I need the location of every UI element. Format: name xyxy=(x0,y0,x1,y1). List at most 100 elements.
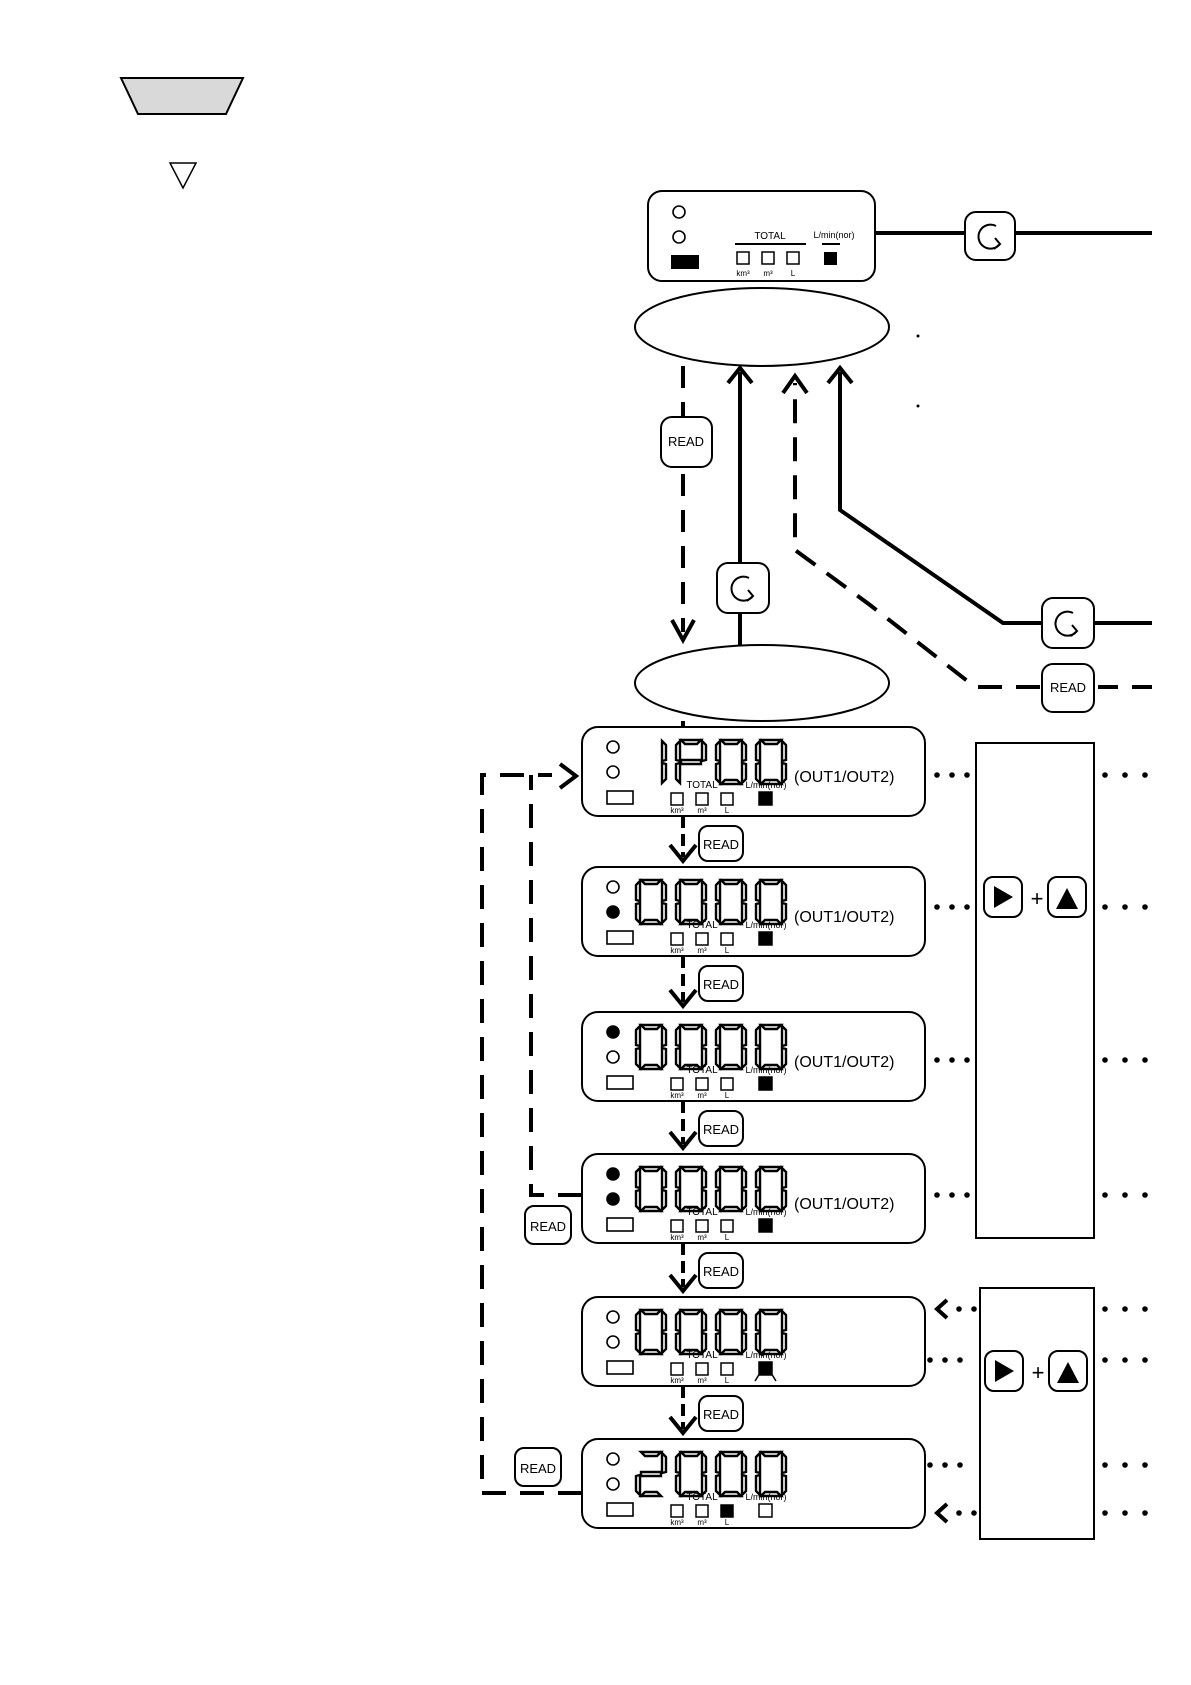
total-label: TOTAL xyxy=(686,780,718,791)
unit-label: m³ xyxy=(697,1091,707,1100)
flow-unit-label: L/min(nor) xyxy=(745,1207,786,1217)
unit-label: km³ xyxy=(670,806,684,815)
led-indicator-icon xyxy=(606,1452,620,1466)
right-arrow-key-icon xyxy=(994,886,1013,908)
total-label: TOTAL xyxy=(686,1207,718,1218)
read-button-outer-loop[interactable]: READ xyxy=(514,1447,562,1487)
seven-seg-readout xyxy=(634,878,788,926)
seven-seg-readout xyxy=(634,1308,788,1356)
led-indicator-icon xyxy=(672,230,686,244)
mode-oval-1 xyxy=(634,287,890,367)
cycle-icon xyxy=(1054,610,1079,637)
read-label: READ xyxy=(520,1461,556,1476)
top-total-label: TOTAL xyxy=(754,231,786,242)
read-button-step-4[interactable]: READ xyxy=(698,1252,744,1289)
read-label: READ xyxy=(703,1407,739,1422)
read-button-step-3[interactable]: READ xyxy=(698,1110,744,1147)
unit-label: L xyxy=(725,1518,730,1527)
readout-value: 0000 xyxy=(0,0,3,1)
unit-label: km³ xyxy=(670,946,684,955)
cycle-icon xyxy=(730,575,755,602)
led-indicator-icon xyxy=(606,1310,620,1324)
read-label: READ xyxy=(530,1219,566,1234)
unit-label: L xyxy=(725,806,730,815)
top-unit-km3: km³ xyxy=(736,269,750,278)
led-indicator-icon xyxy=(606,880,620,894)
right-arrow-key-button[interactable] xyxy=(983,876,1023,918)
right-arrow-key-icon xyxy=(995,1360,1014,1382)
unit-label: km³ xyxy=(670,1233,684,1242)
cycle-button-top[interactable] xyxy=(964,211,1016,261)
read-button-inner-loop[interactable]: READ xyxy=(524,1205,572,1245)
total-label: TOTAL xyxy=(686,920,718,931)
top-display-panel: TOTAL L/min(nor) km³ m³ L xyxy=(647,190,876,282)
read-label: READ xyxy=(1050,680,1086,695)
plus-label: + xyxy=(1031,886,1044,911)
header-trapezoid xyxy=(119,77,245,115)
read-label: READ xyxy=(703,837,739,852)
read-label: READ xyxy=(703,1264,739,1279)
cycle-button-right[interactable] xyxy=(1041,597,1095,649)
unit-label: m³ xyxy=(697,1233,707,1242)
top-flow-unit: L/min(nor) xyxy=(813,230,854,240)
read-label: READ xyxy=(703,1122,739,1137)
read-button-step-1[interactable]: READ xyxy=(698,825,744,862)
up-arrow-key-icon xyxy=(1057,1362,1079,1383)
unit-label: m³ xyxy=(697,1376,707,1385)
seven-seg-readout xyxy=(634,1450,788,1498)
total-label: TOTAL xyxy=(686,1065,718,1076)
output-suffix: (OUT1/OUT2) xyxy=(794,769,894,786)
total-label: TOTAL xyxy=(686,1350,718,1361)
up-arrow-key-button[interactable] xyxy=(1047,876,1087,918)
led-indicator-icon xyxy=(606,1167,620,1181)
cycle-button-mid[interactable] xyxy=(716,562,770,614)
unit-label: km³ xyxy=(670,1376,684,1385)
seven-seg-readout xyxy=(660,738,788,786)
flow-unit-label: L/min(nor) xyxy=(745,1492,786,1502)
readout-value: 0000 xyxy=(0,0,3,1)
top-unit-m3: m³ xyxy=(763,269,773,278)
readout-value: 0000 xyxy=(0,0,3,1)
led-indicator-icon xyxy=(606,740,620,754)
unit-label: m³ xyxy=(697,806,707,815)
output-suffix: (OUT1/OUT2) xyxy=(794,1054,894,1071)
flow-unit-label: L/min(nor) xyxy=(745,1065,786,1075)
read-label: READ xyxy=(703,977,739,992)
led-indicator-icon xyxy=(606,1477,620,1491)
led-indicator-icon xyxy=(606,1050,620,1064)
read-label: READ xyxy=(668,434,704,449)
unit-label: km³ xyxy=(670,1091,684,1100)
up-arrow-key-button[interactable] xyxy=(1048,1350,1088,1392)
cycle-icon xyxy=(977,223,1002,250)
flow-unit-label: L/min(nor) xyxy=(745,920,786,930)
read-button-right[interactable]: READ xyxy=(1041,663,1095,713)
header-down-triangle-icon xyxy=(168,162,198,190)
readout-value: 1P00 xyxy=(0,0,3,1)
readout-value: 0000 xyxy=(0,0,3,1)
flow-unit-label: L/min(nor) xyxy=(745,780,786,790)
read-button-step-2[interactable]: READ xyxy=(698,965,744,1002)
plus-label: + xyxy=(1032,1360,1045,1385)
flow-unit-label: L/min(nor) xyxy=(745,1350,786,1360)
unit-label: m³ xyxy=(697,1518,707,1527)
right-arrow-key-button[interactable] xyxy=(984,1350,1024,1392)
read-button-oval[interactable]: READ xyxy=(660,416,713,468)
setting-box-1 xyxy=(975,742,1095,1239)
read-button-step-5[interactable]: READ xyxy=(698,1395,744,1432)
led-indicator-icon xyxy=(606,1335,620,1349)
led-indicator-icon xyxy=(672,205,686,219)
led-indicator-icon xyxy=(606,1192,620,1206)
output-suffix: (OUT1/OUT2) xyxy=(794,909,894,926)
unit-label: L xyxy=(725,946,730,955)
led-indicator-icon xyxy=(606,1025,620,1039)
readout-value: 2000 xyxy=(0,0,3,1)
seven-seg-readout xyxy=(634,1023,788,1071)
top-unit-l: L xyxy=(791,269,796,278)
unit-label: L xyxy=(725,1233,730,1242)
